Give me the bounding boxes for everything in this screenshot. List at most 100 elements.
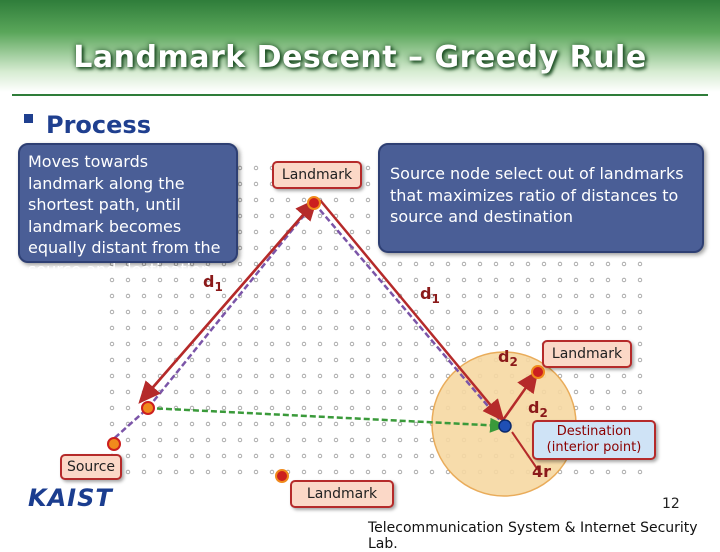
grid-node xyxy=(237,261,243,267)
grid-node xyxy=(269,421,275,427)
grid-node xyxy=(205,453,211,459)
title-divider xyxy=(12,94,708,96)
grid-node xyxy=(301,421,307,427)
landmark-bottom-label: Landmark xyxy=(290,480,394,508)
grid-node xyxy=(445,261,451,267)
grid-node xyxy=(173,325,179,331)
grid-node xyxy=(541,325,547,331)
grid-node xyxy=(205,341,211,347)
footer-text: Telecommunication System & Internet Secu… xyxy=(368,520,698,552)
grid-node xyxy=(349,197,355,203)
grid-node xyxy=(365,437,371,443)
grid-node xyxy=(557,325,563,331)
grid-node xyxy=(349,229,355,235)
grid-node xyxy=(397,437,403,443)
grid-node xyxy=(365,389,371,395)
grid-node xyxy=(397,357,403,363)
grid-node xyxy=(237,389,243,395)
grid-node xyxy=(301,309,307,315)
grid-node xyxy=(365,405,371,411)
grid-node xyxy=(349,277,355,283)
grid-node xyxy=(525,341,531,347)
grid-node xyxy=(477,277,483,283)
grid-node xyxy=(205,309,211,315)
grid-node xyxy=(381,469,387,475)
grid-node xyxy=(333,197,339,203)
grid-node xyxy=(445,277,451,283)
grid-node xyxy=(333,469,339,475)
grid-node xyxy=(109,357,115,363)
grid-node xyxy=(333,405,339,411)
grid-node xyxy=(381,357,387,363)
grid-node xyxy=(269,325,275,331)
grid-node xyxy=(173,293,179,299)
grid-node xyxy=(205,277,211,283)
grid-node xyxy=(269,453,275,459)
grid-node xyxy=(189,325,195,331)
grid-node xyxy=(125,405,131,411)
grid-node xyxy=(381,421,387,427)
grid-node xyxy=(573,389,579,395)
grid-node xyxy=(637,309,643,315)
grid-node xyxy=(461,261,467,267)
grid-node xyxy=(285,437,291,443)
grid-node xyxy=(477,325,483,331)
landmark-right-label: Landmark xyxy=(542,340,632,368)
grid-node xyxy=(397,453,403,459)
grid-node xyxy=(365,229,371,235)
radius-label: 4r xyxy=(532,462,552,481)
grid-node xyxy=(237,181,243,187)
grid-node xyxy=(397,421,403,427)
grid-node xyxy=(365,373,371,379)
grid-node xyxy=(301,453,307,459)
grid-node xyxy=(589,325,595,331)
grid-node xyxy=(589,469,595,475)
grid-node xyxy=(445,341,451,347)
grid-node xyxy=(109,373,115,379)
grid-node xyxy=(253,469,259,475)
grid-node xyxy=(317,309,323,315)
grid-node xyxy=(253,325,259,331)
grid-node xyxy=(317,277,323,283)
grid-node xyxy=(141,277,147,283)
grid-node xyxy=(525,277,531,283)
grid-node xyxy=(125,293,131,299)
grid-node xyxy=(301,229,307,235)
grid-node xyxy=(413,357,419,363)
grid-node xyxy=(125,389,131,395)
grid-node xyxy=(285,261,291,267)
grid-node xyxy=(317,325,323,331)
grid-node xyxy=(253,261,259,267)
grid-node xyxy=(253,389,259,395)
grid-node xyxy=(285,213,291,219)
grid-node xyxy=(333,453,339,459)
grid-node xyxy=(301,293,307,299)
grid-node xyxy=(381,389,387,395)
grid-node xyxy=(189,421,195,427)
grid-node xyxy=(381,405,387,411)
grid-node xyxy=(333,373,339,379)
grid-node xyxy=(493,261,499,267)
grid-node xyxy=(301,261,307,267)
grid-node xyxy=(109,341,115,347)
grid-node xyxy=(237,213,243,219)
grid-node xyxy=(141,325,147,331)
grid-node xyxy=(525,309,531,315)
grid-node xyxy=(365,293,371,299)
grid-node xyxy=(269,373,275,379)
grid-node xyxy=(413,421,419,427)
grid-node xyxy=(317,373,323,379)
grid-node xyxy=(141,341,147,347)
grid-node xyxy=(317,453,323,459)
grid-node xyxy=(525,325,531,331)
grid-node xyxy=(333,341,339,347)
grid-node xyxy=(605,309,611,315)
grid-node xyxy=(365,197,371,203)
grid-node xyxy=(541,309,547,315)
grid-node xyxy=(429,309,435,315)
grid-node xyxy=(557,293,563,299)
grid-node xyxy=(637,293,643,299)
grid-node xyxy=(573,373,579,379)
grid-node xyxy=(285,325,291,331)
grid-node xyxy=(221,453,227,459)
